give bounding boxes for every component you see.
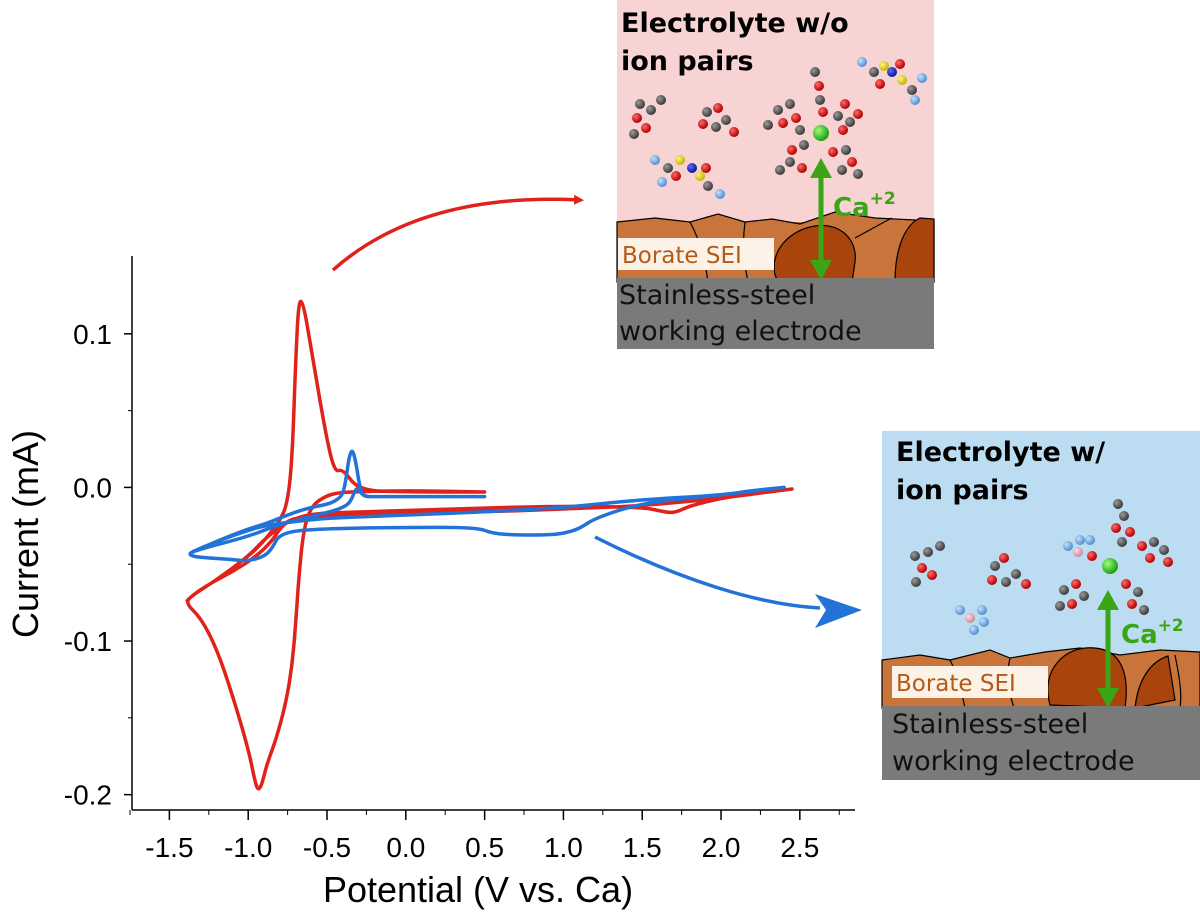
x-tick-label: -0.5 [303,832,351,863]
ion-symbol: Ca [1121,620,1158,650]
y-tick-label: 0.1 [73,319,112,350]
ion-label: Ca+2 [1121,616,1184,650]
series-line-0 [185,299,794,791]
inset-title-2: ion pairs [896,475,1029,506]
series-group [185,299,794,791]
transport-arrow-down [810,260,832,280]
electrode-label-1: Stainless-steel [619,280,815,311]
electrode-label-2: working electrode [619,316,862,347]
molecule-group-bottom [910,499,1173,635]
inset-top-background [617,0,934,240]
x-tick-label: 2.0 [702,832,741,863]
sei-grain-dark-2 [1134,655,1176,709]
ion-label: Ca+2 [833,189,896,223]
sei-label: Borate SEI [896,671,1016,697]
y-axis-title: Current (mA) [5,430,46,638]
calcium-ion-icon [813,125,829,141]
y-tick-label: 0.0 [73,472,112,503]
inset-title-2: ion pairs [621,46,754,77]
molecule-group-top [629,57,927,199]
ion-charge: +2 [870,189,896,209]
x-tick-label: 1.5 [623,832,662,863]
x-tick-label: 0.5 [465,832,504,863]
red-arrow [331,194,584,272]
x-tick-label: 1.0 [544,832,583,863]
series-line-1 [188,449,786,563]
ion-symbol: Ca [833,193,870,223]
electrode-label-2: working electrode [892,746,1135,777]
sei-grain-dark-2 [894,217,935,283]
x-tick-label: 0.0 [386,832,425,863]
inset-with-ion-pairs: Borate SEI Stainless-steel working elect… [881,431,1200,780]
y-tick-label: -0.1 [64,626,112,657]
y-tick-label: -0.2 [64,780,112,811]
sei-label: Borate SEI [622,243,742,269]
blue-arrow [594,535,821,610]
x-axis-title: Potential (V vs. Ca) [323,869,633,910]
electrode-label-1: Stainless-steel [892,709,1088,740]
electrode [882,706,1200,780]
transport-arrow-up [810,158,832,178]
transport-arrow-up [1097,590,1119,610]
x-tick-label: -1.5 [145,832,193,863]
cyclic-voltammogram: -0.2 -0.1 0.0 0.1 -1.5 -1.0 -0.5 0.0 0.5 1.0 1.5 2… [5,256,855,910]
inset-title-1: Electrolyte w/ [896,437,1105,468]
calcium-ion-icon [1102,558,1118,574]
blue-arrowhead [815,594,862,628]
inset-no-ion-pairs: Borate SEI Stainless-steel working elect… [616,0,935,349]
ion-charge: +2 [1158,616,1184,636]
inset-title-1: Electrolyte w/o [621,8,849,39]
y-ticks: -0.2 -0.1 0.0 0.1 [64,319,132,811]
x-tick-label: 2.5 [780,832,819,863]
x-tick-label: -1.0 [224,832,272,863]
transport-arrow-down [1097,688,1119,708]
sei-label-box [892,666,1048,698]
sei-label-box [618,238,774,270]
x-ticks: -1.5 -1.0 -0.5 0.0 0.5 1.0 1.5 2.0 2.5 [129,810,840,863]
electrode [617,278,934,349]
